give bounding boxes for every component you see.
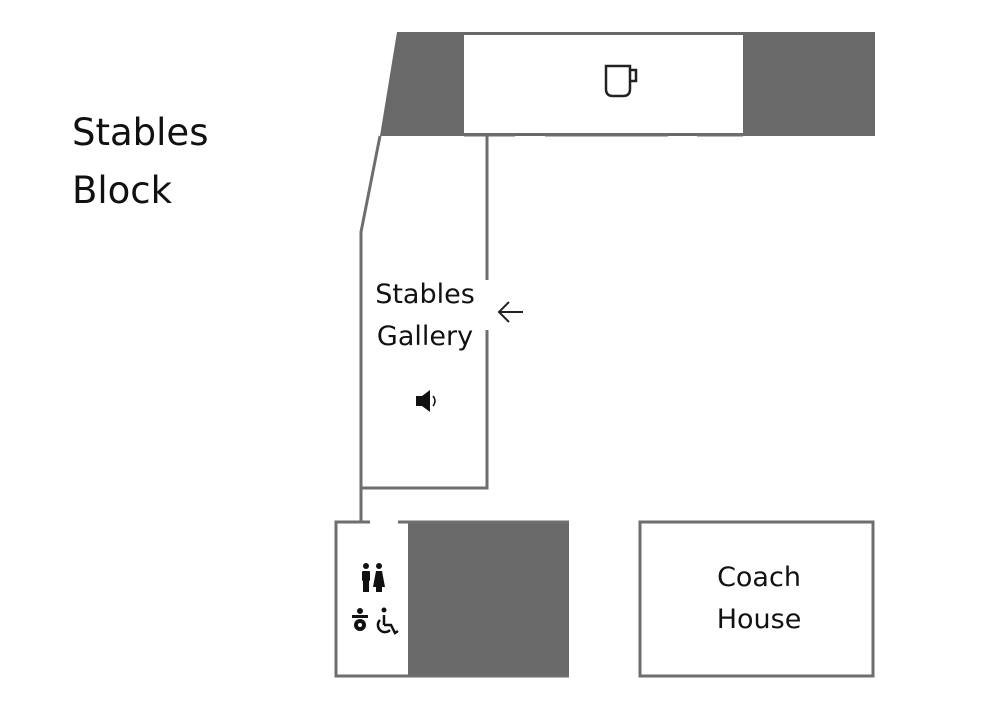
entrance-arrow-icon <box>497 301 523 323</box>
gallery-label-line2: Gallery <box>376 321 474 352</box>
coach-house-room[interactable] <box>638 520 875 678</box>
coach-house-label-line1: Coach <box>717 562 801 593</box>
cafe-cup-icon <box>604 64 638 98</box>
coach-house-label-line2: House <box>716 604 802 635</box>
toilets-icon <box>362 563 385 592</box>
area-title-line2: Block <box>72 169 173 212</box>
audio-speaker-icon <box>416 390 436 412</box>
toilet-room[interactable] <box>334 520 569 678</box>
toilet-block-unused-area <box>408 521 569 676</box>
stables-gallery-room[interactable] <box>359 135 489 521</box>
gallery-label-line1: Stables <box>375 279 475 310</box>
accessible-toilet-icon <box>376 607 399 635</box>
baby-change-icon <box>352 608 368 631</box>
area-title-line1: Stables <box>72 111 209 154</box>
cafe-room[interactable] <box>464 35 743 133</box>
